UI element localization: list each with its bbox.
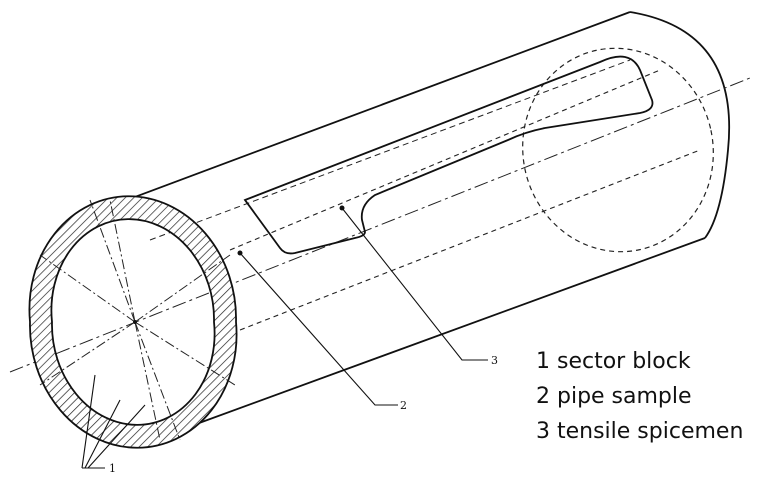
callout-number-1: 1 [109, 462, 116, 475]
tensile-specimen-outline [243, 55, 654, 255]
pipe-wall-cross-section [28, 195, 238, 449]
hidden-bore-line-lower [149, 59, 631, 241]
sector-division-lines [39, 199, 236, 441]
leader-line-3 [341, 207, 488, 361]
pipe-far-end-outline [629, 11, 730, 239]
hidden-bore-line-middle [239, 149, 701, 331]
callout-number-2: 2 [400, 399, 407, 412]
leader-lines-1 [81, 374, 146, 469]
far-end-hidden-circle [522, 47, 714, 253]
legend-item-pipe-sample: 2 pipe sample [536, 384, 692, 409]
pipe-bottom-edge [179, 237, 706, 431]
legend-item-tensile-specimen: 3 tensile spicemen [536, 419, 743, 444]
pipe-top-edge [99, 11, 631, 211]
hidden-bore-line-upper [229, 69, 661, 251]
center-axis [9, 77, 751, 373]
legend-item-sector-block: 1 sector block [536, 349, 691, 374]
leader-line-2 [239, 252, 398, 406]
callout-number-3: 3 [491, 354, 498, 367]
bore-center-point [133, 320, 137, 324]
legend: 1 sector block 2 pipe sample 3 tensile s… [536, 349, 743, 444]
